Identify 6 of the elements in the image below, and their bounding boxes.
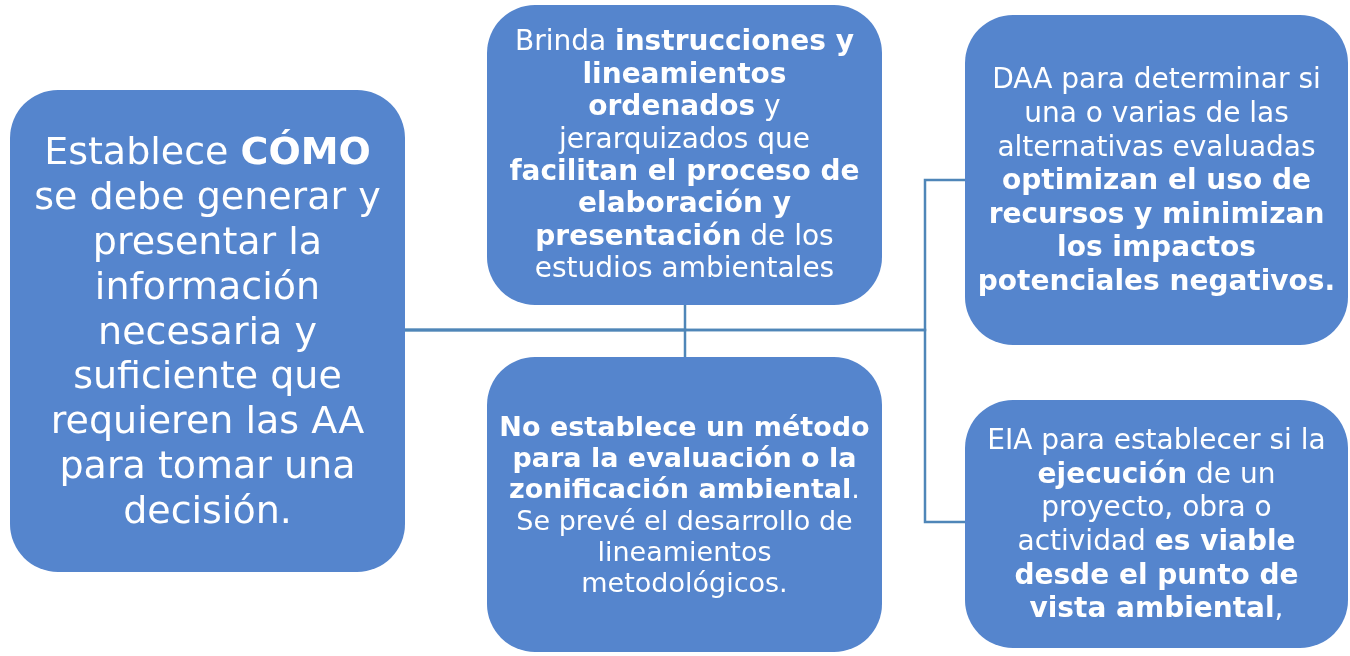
text-box: No establece un método para la evaluación o la zonificación ambiental. Se prevé el desarrollo de lineamientos metodológicos. <box>487 357 882 652</box>
text-box: DAA para determinar si una o varias de las alternativas evaluadas optimizan el uso de recursos y minimizan los impactos potenciales negativos. <box>965 15 1348 345</box>
connector-line <box>405 328 965 524</box>
text-box: EIA para establecer si la ejecución de un proyecto, obra o actividad es viable desde el punto de vista ambiental, <box>965 400 1348 648</box>
text-box: Establece CÓMO se debe generar y presentar la información necesaria y suficiente que requieren las AA para tomar una decisión. <box>10 90 405 572</box>
text-box: Brinda instrucciones y lineamientos ordenados y jerarquizados que facilitan el proceso de elaboración y presentación de los estudios ambientales <box>487 5 882 305</box>
